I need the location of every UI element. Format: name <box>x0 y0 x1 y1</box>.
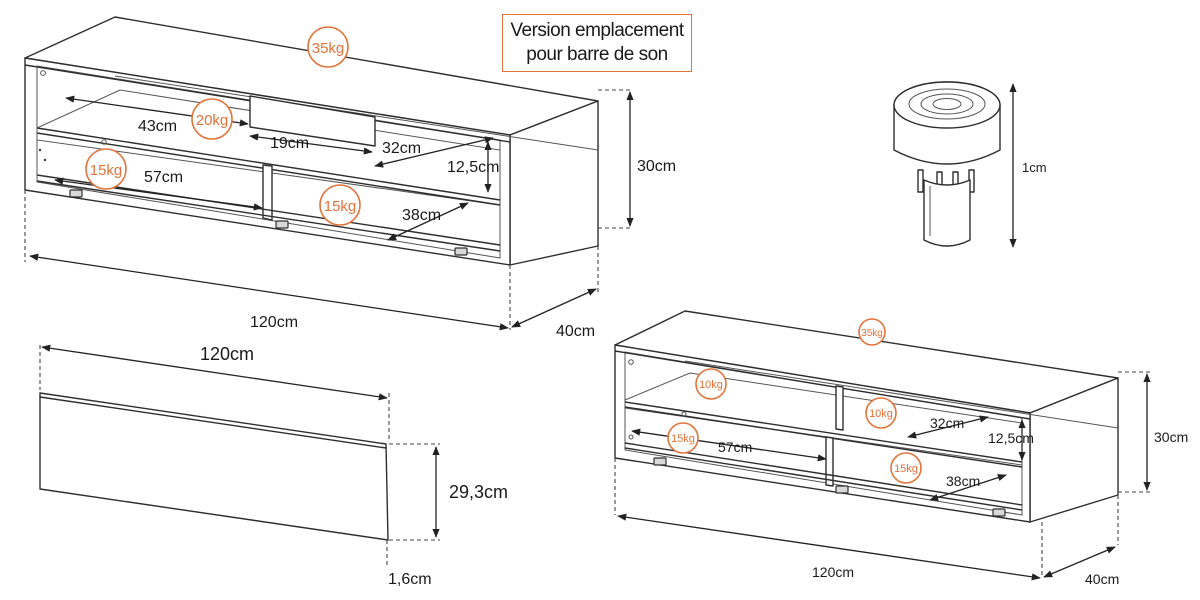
dim-label: 120cm <box>250 314 298 331</box>
svg-text:35kg: 35kg <box>312 40 345 57</box>
note-line-2: pour barre de son <box>526 44 668 65</box>
panel <box>39 344 440 568</box>
cabinet-large-dimensions <box>29 91 634 331</box>
load-badge: 35kg <box>307 26 349 68</box>
svg-text:35kg: 35kg <box>861 328 883 339</box>
dim-label: 38cm <box>946 473 980 489</box>
dim-label: 57cm <box>718 439 752 455</box>
note-line-1: Version emplacement <box>510 20 684 41</box>
dim-label: 32cm <box>930 415 964 431</box>
dim-label: 40cm <box>556 323 595 340</box>
dim-label: 120cm <box>812 564 854 580</box>
load-badge: 10kg <box>695 368 727 400</box>
dim-label: 1,6cm <box>388 571 432 588</box>
dim-label: 19cm <box>270 135 309 152</box>
svg-text:15kg: 15kg <box>894 463 918 475</box>
dim-label: 12,5cm <box>447 159 499 176</box>
dim-label: 120cm <box>200 344 254 364</box>
svg-text:20kg: 20kg <box>196 112 229 129</box>
soundbar-version-note: Version emplacement pour barre de son <box>502 14 692 72</box>
load-badge: 15kg <box>319 184 361 226</box>
dim-label: 12,5cm <box>988 430 1034 446</box>
load-badge: 15kg <box>667 422 699 454</box>
hinge-icon <box>653 457 667 466</box>
svg-text:15kg: 15kg <box>671 433 695 445</box>
hinge-icon <box>992 508 1006 517</box>
svg-text:10kg: 10kg <box>869 408 893 420</box>
hinge-icon <box>454 247 468 256</box>
dim-label: 40cm <box>1085 571 1119 587</box>
svg-text:15kg: 15kg <box>324 198 357 215</box>
svg-text:15kg: 15kg <box>90 162 123 179</box>
foot-icon <box>893 81 1017 248</box>
dim-label: 43cm <box>138 118 177 135</box>
cabinet-large-divider <box>262 164 273 221</box>
load-badge: 20kg <box>191 98 233 140</box>
load-badge: 35kg <box>858 318 886 346</box>
dim-label: 32cm <box>382 140 421 157</box>
dim-label: 30cm <box>637 158 676 175</box>
hinge-icon <box>275 220 289 229</box>
hinge-icon <box>835 485 849 494</box>
dim-label: 30cm <box>1154 429 1188 445</box>
dim-label: 38cm <box>402 207 441 224</box>
cabinet-small-dimensions <box>617 373 1151 581</box>
load-badge: 15kg <box>85 148 127 190</box>
load-badge: 15kg <box>890 452 922 484</box>
dim-label: 1cm <box>1022 160 1047 175</box>
dim-label: 57cm <box>144 169 183 186</box>
hinge-icon <box>69 189 83 198</box>
dim-label: 29,3cm <box>449 482 508 502</box>
svg-text:10kg: 10kg <box>699 379 723 391</box>
load-badge: 10kg <box>865 397 897 429</box>
